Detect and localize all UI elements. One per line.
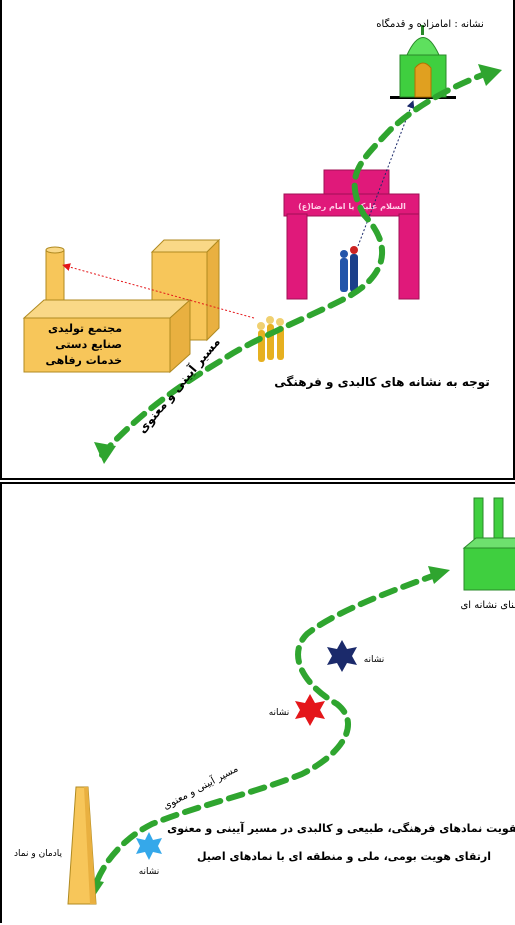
gate-icon: [283, 169, 420, 300]
shrine-label: نشانه : امامزاده و قدمگاه: [376, 18, 484, 30]
sightline-to-shrine: [357, 100, 415, 247]
factory-icon: [22, 238, 221, 374]
bottom-diagram: بنای نشانه ای نشانه نشانه نشانه یادمان و…: [14, 497, 515, 905]
top-diagram: نشانه : امامزاده و قدمگاه (السلام علیک ی…: [22, 18, 502, 464]
bottom-path-label: مسیر آیینی و معنوی: [161, 762, 241, 813]
shrine-icon: [390, 25, 456, 99]
bottom-panel: بنای نشانه ای نشانه نشانه نشانه یادمان و…: [0, 482, 515, 923]
top-caption: توجه به نشانه های کالبدی و فرهنگی: [274, 375, 490, 390]
ritual-path-top-arrow-head-end: [94, 442, 116, 464]
star-navy-icon: [327, 640, 357, 672]
factory-line-3: خدمات رفاهی: [45, 354, 122, 367]
landmark-building-icon: [462, 497, 515, 591]
pilgrims-blue-icon: [340, 246, 358, 292]
star-blue-label: نشانه: [139, 867, 160, 877]
building-label: بنای نشانه ای: [460, 600, 515, 611]
top-panel: نشانه : امامزاده و قدمگاه (السلام علیک ی…: [0, 0, 515, 480]
ritual-path-bottom-arrow-head-start: [428, 566, 450, 584]
sightline-to-factory: [62, 263, 255, 319]
gate-label: (السلام علیک یا امام رضا(ع: [298, 202, 406, 211]
star-red-icon: [295, 694, 325, 726]
star-navy-label: نشانه: [364, 655, 385, 665]
monument-label: یادمان و نماد: [14, 849, 62, 859]
ritual-path-top: [99, 69, 493, 458]
ritual-path-bottom: [91, 571, 441, 892]
factory-line-1: مجتمع تولیدی: [48, 322, 122, 335]
ritual-path-top-arrow-head-start: [478, 64, 502, 86]
factory-line-2: صنایع دستی: [55, 338, 122, 351]
monument-icon: [67, 786, 97, 905]
bottom-caption-line-1: تقویت نمادهای فرهنگی، طبیعی و کالبدی در …: [167, 821, 515, 835]
star-red-label: نشانه: [269, 708, 290, 718]
star-blue-icon: [136, 832, 162, 860]
bottom-caption-line-2: ارتقای هویت بومی، ملی و منطقه ای با نماد…: [197, 850, 491, 863]
